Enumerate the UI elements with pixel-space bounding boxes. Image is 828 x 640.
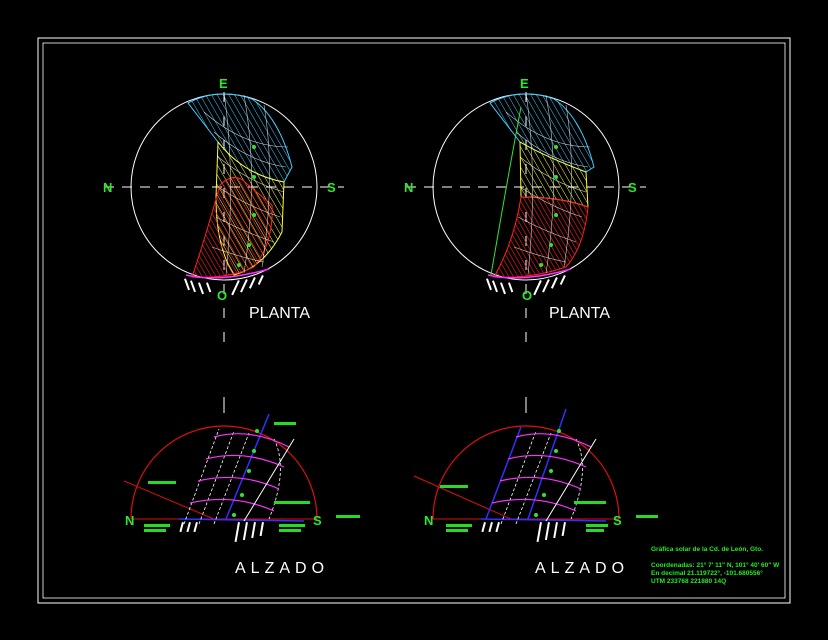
planta-right-east-label: E	[520, 76, 529, 91]
planta-left-south-label: S	[327, 180, 336, 195]
planta-left-north-label: N	[103, 180, 112, 195]
alzado-right-title: ALZADO	[535, 560, 629, 577]
alzado-left-south-label: S	[313, 513, 322, 528]
planta-left-east-label: E	[219, 76, 228, 91]
alzado-left-title: ALZADO	[235, 560, 329, 577]
alzado-diagram-right	[413, 397, 658, 543]
planta-right-west-label: O	[522, 288, 532, 303]
planta-left-title: PLANTA	[249, 305, 310, 322]
alzado-right-south-label: S	[613, 513, 622, 528]
planta-right-north-label: N	[404, 180, 413, 195]
outer-frame	[37, 37, 791, 604]
inner-frame	[42, 42, 786, 599]
alzado-diagram-left	[123, 397, 360, 543]
info-title: Gráfica solar de la Cd. de León, Gto.	[651, 546, 763, 553]
info-coordinates: Coordenadas: 21° 7' 11" N, 101° 40' 60" …	[651, 561, 780, 569]
planta-right-south-label: S	[628, 180, 637, 195]
info-utm: UTM 233768 221880 14Q	[651, 578, 726, 585]
planta-right-title: PLANTA	[549, 305, 610, 322]
planta-diagram-right	[406, 91, 646, 352]
info-decimal: En decimal 21.119722°, -101.680556°	[651, 569, 763, 577]
alzado-right-north-label: N	[424, 513, 433, 528]
alzado-left-north-label: N	[125, 513, 134, 528]
planta-diagram-left	[104, 91, 344, 352]
planta-left-west-label: O	[217, 288, 227, 303]
